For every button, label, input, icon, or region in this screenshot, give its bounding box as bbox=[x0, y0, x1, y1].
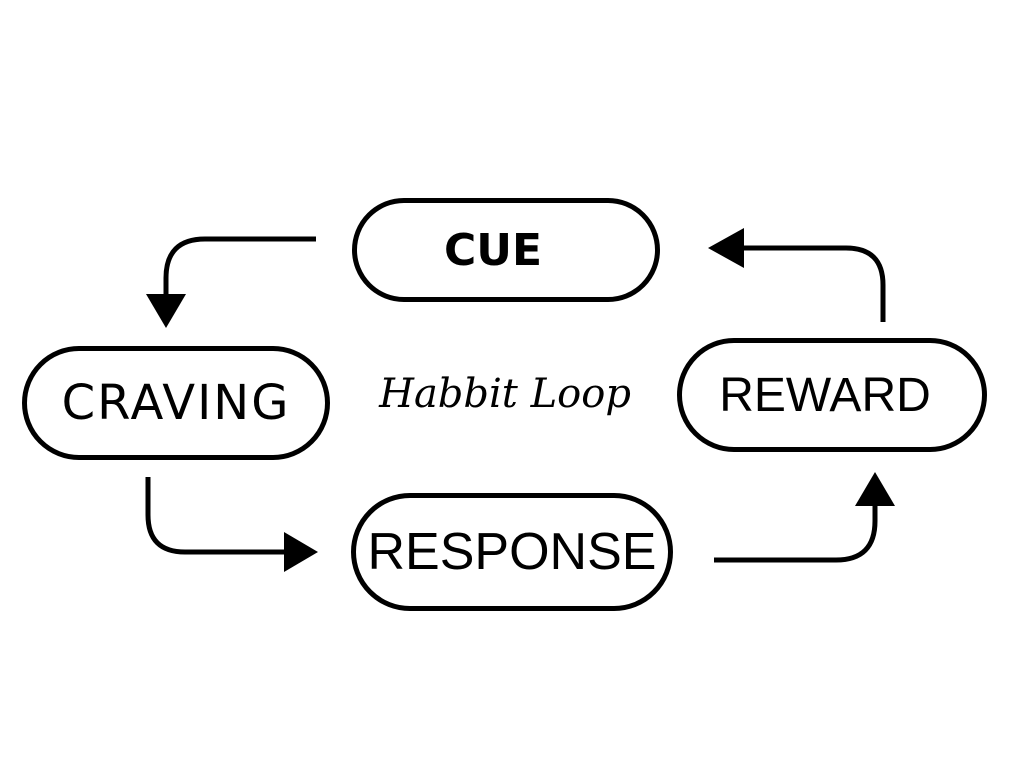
node-craving-label: CRAVING bbox=[61, 375, 291, 431]
arrow-response-to-reward bbox=[714, 504, 878, 563]
arrowhead-down bbox=[146, 294, 186, 328]
arrow-reward-to-cue bbox=[740, 245, 886, 322]
node-reward-label: REWARD bbox=[719, 368, 931, 422]
arrow-craving-to-response bbox=[145, 477, 288, 555]
node-craving: CRAVING bbox=[22, 346, 330, 460]
node-reward: REWARD bbox=[677, 338, 987, 452]
arrowhead-right bbox=[284, 532, 318, 572]
node-response-label: RESPONSE bbox=[367, 523, 657, 581]
diagram-title: Habbit Loop bbox=[379, 371, 631, 417]
node-cue-label: CUE bbox=[443, 224, 543, 276]
arrowhead-left bbox=[708, 228, 744, 268]
arrowhead-up bbox=[855, 472, 895, 506]
node-cue: CUE bbox=[352, 198, 660, 302]
arrow-cue-to-craving bbox=[163, 236, 316, 296]
node-response: RESPONSE bbox=[351, 493, 673, 611]
